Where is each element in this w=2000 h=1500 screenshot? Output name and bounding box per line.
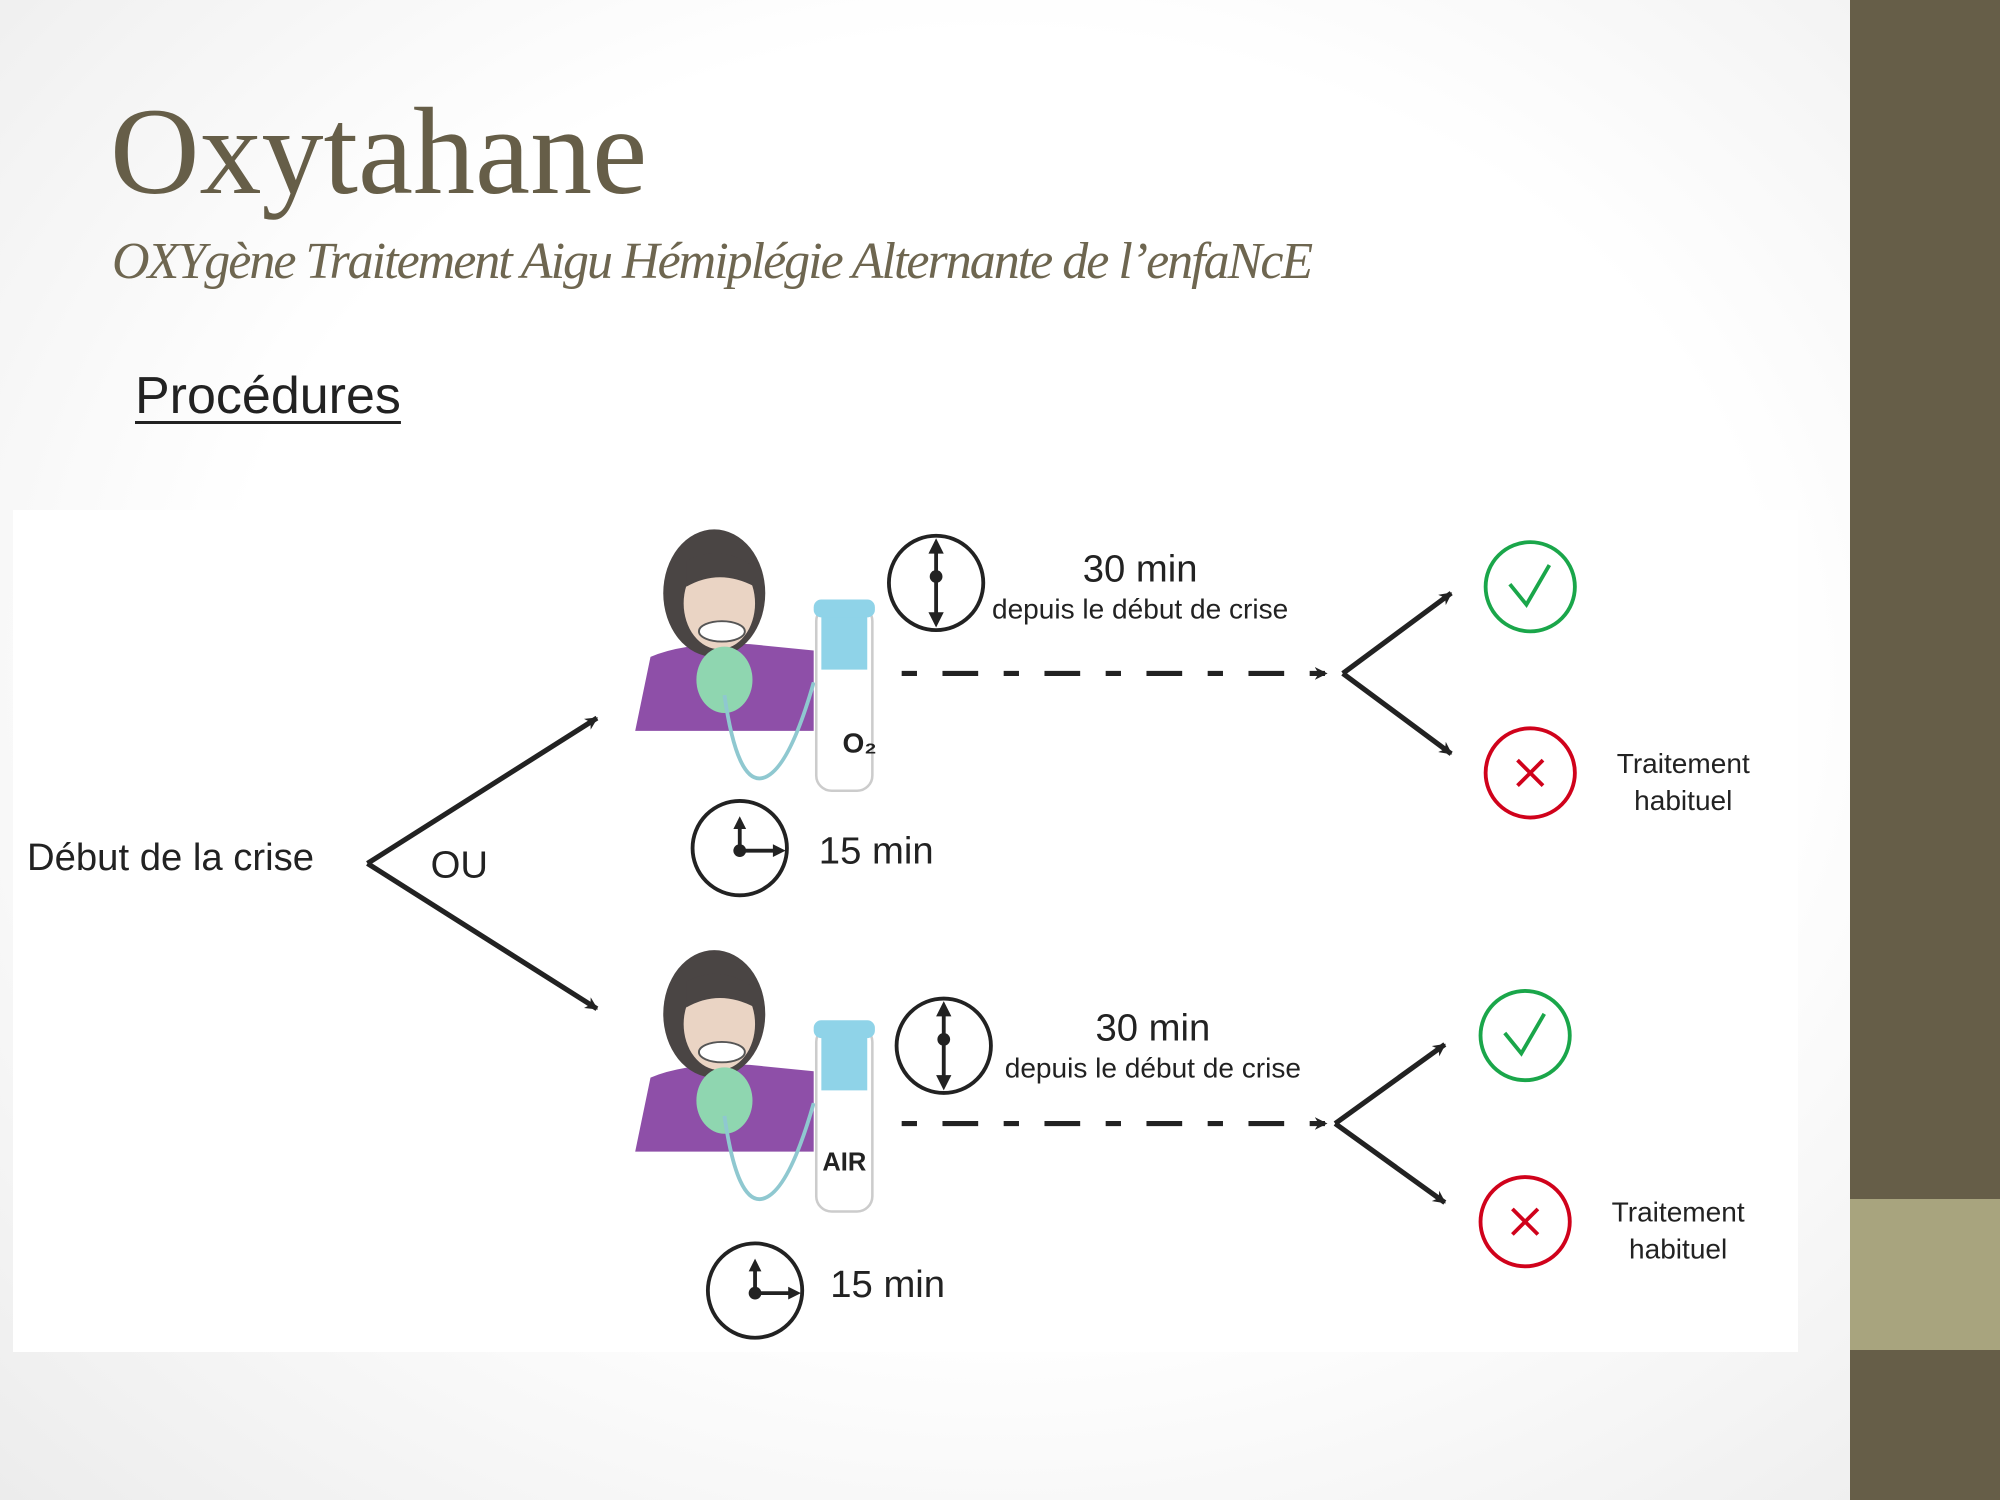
patient-oxygen-mask-illustration [633, 527, 877, 793]
branch-oxygen: O₂ 30 min depuis le début de crise Trait… [633, 527, 1750, 898]
wait-sublabel: depuis le début de crise [1005, 1053, 1301, 1084]
failure-arrow [1333, 1121, 1447, 1205]
failure-arrow [1341, 671, 1453, 756]
sidebar-accent-block [1850, 1199, 2000, 1350]
failure-label-line1: Traitement [1617, 748, 1750, 779]
wait-label: 30 min [1095, 1007, 1210, 1050]
clock-15min-icon [705, 1241, 805, 1340]
duration-label: 15 min [830, 1263, 945, 1306]
gas-label: O₂ [842, 728, 876, 759]
success-arrow [1341, 591, 1453, 676]
wait-label: 30 min [1083, 548, 1198, 591]
section-title: Procédures [135, 367, 401, 425]
clock-30min-icon [894, 996, 993, 1095]
procedure-diagram: Début de la crise OU O₂ 30 min depuis le… [13, 510, 1798, 1352]
fork-arrow-up [366, 715, 599, 866]
wait-sublabel: depuis le début de crise [992, 594, 1288, 625]
start-label: Début de la crise [27, 836, 314, 879]
procedure-diagram-svg: Début de la crise OU O₂ 30 min depuis le… [27, 527, 1750, 1340]
check-icon [1478, 989, 1572, 1083]
gas-label: AIR [822, 1149, 866, 1177]
slide-title: Oxytahane [110, 83, 648, 220]
clock-15min-icon [690, 799, 789, 898]
cross-icon [1478, 1175, 1572, 1269]
failure-label-line1: Traitement [1612, 1197, 1745, 1228]
check-icon [1483, 540, 1577, 634]
success-arrow [1333, 1042, 1447, 1126]
clock-30min-icon [887, 533, 986, 633]
failure-label-line2: habituel [1634, 785, 1732, 816]
or-label: OU [431, 843, 488, 886]
cross-icon [1483, 726, 1577, 820]
slide-subtitle: OXYgène Traitement Aigu Hémiplégie Alter… [112, 233, 1313, 290]
branch-air: AIR 30 min depuis le début de crise Trai… [633, 948, 1745, 1340]
duration-label: 15 min [819, 829, 934, 872]
fork-arrow-down [366, 861, 599, 1011]
failure-label-line2: habituel [1629, 1234, 1727, 1265]
